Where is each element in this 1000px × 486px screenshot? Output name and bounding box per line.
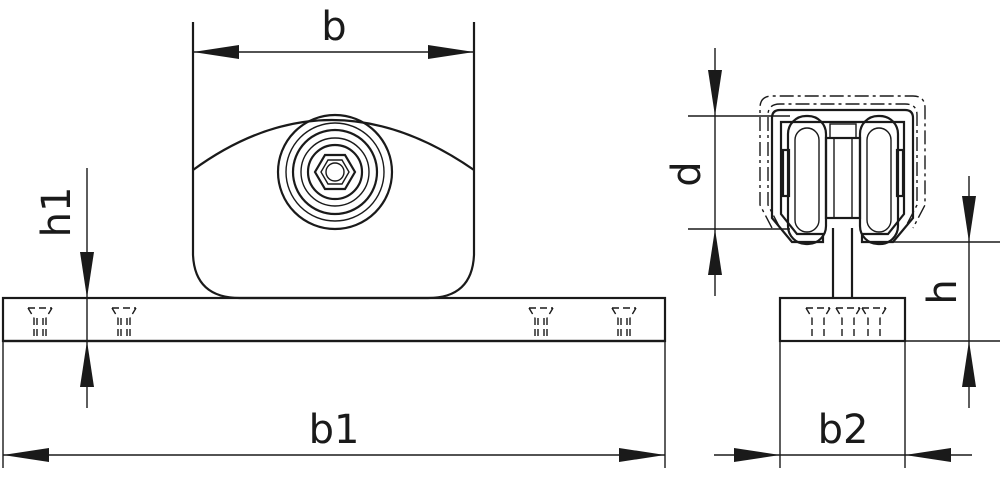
- dimension-h: [862, 176, 1000, 408]
- dimension-label-d: d: [664, 161, 710, 186]
- dimension-label-b1: b1: [309, 407, 360, 453]
- dimension-label-h1: h1: [34, 187, 80, 238]
- front-mounting-holes: [27, 307, 637, 336]
- dimension-d: [688, 48, 790, 296]
- trolley-housing: [191, 22, 476, 300]
- side-mounting-holes: [805, 307, 887, 336]
- track-outline-inner: [767, 103, 918, 229]
- dimension-b1: [2, 341, 666, 468]
- side-stem: [831, 228, 854, 298]
- axle: [824, 123, 862, 220]
- dimension-label-b: b: [321, 4, 346, 50]
- track-profile: [770, 108, 915, 244]
- dimension-label-h: h: [920, 279, 966, 304]
- side-view: [759, 95, 926, 343]
- dimension-label-b2: b2: [818, 407, 869, 453]
- mounting-hole: [27, 307, 53, 336]
- wheel-hub: [276, 113, 394, 231]
- front-base-rail: [1, 296, 667, 343]
- front-view: [1, 22, 667, 343]
- dimension-b: [193, 45, 474, 59]
- dimension-h1: [80, 168, 94, 408]
- mounting-hole: [528, 307, 554, 336]
- track-outline-outer: [759, 95, 926, 229]
- dimension-b2: [714, 341, 972, 468]
- side-base-rail: [778, 296, 907, 343]
- mounting-hole: [611, 307, 637, 336]
- mounting-hole: [111, 307, 137, 336]
